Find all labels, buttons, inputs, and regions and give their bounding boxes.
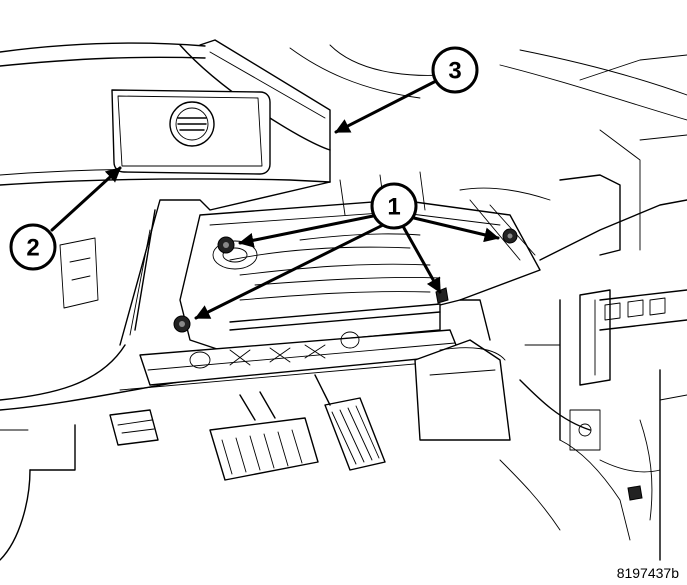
callout-2-label: 2 (26, 235, 39, 262)
switch-bezel (111, 89, 271, 175)
figure-id: 8197437b (616, 565, 679, 581)
lower-cover-opening (0, 181, 331, 561)
mounting-bracket (179, 171, 551, 351)
brake-pedal (209, 391, 319, 481)
upper-dash-panel (0, 39, 687, 186)
accelerator-pedal (314, 374, 386, 471)
leader-arrows (50, 78, 500, 320)
fastener-right (502, 228, 518, 244)
fastener-lower-left (173, 315, 191, 333)
hvac-housing (499, 129, 687, 561)
callout-1: 1 (370, 182, 418, 230)
callout-3-label: 3 (448, 58, 461, 85)
callout-2: 2 (9, 223, 57, 271)
callout-1-label: 1 (387, 194, 400, 221)
fastener-upper-left (217, 236, 235, 254)
steering-column (414, 299, 511, 441)
floor-connector (109, 409, 159, 446)
callout-3: 3 (431, 46, 479, 94)
